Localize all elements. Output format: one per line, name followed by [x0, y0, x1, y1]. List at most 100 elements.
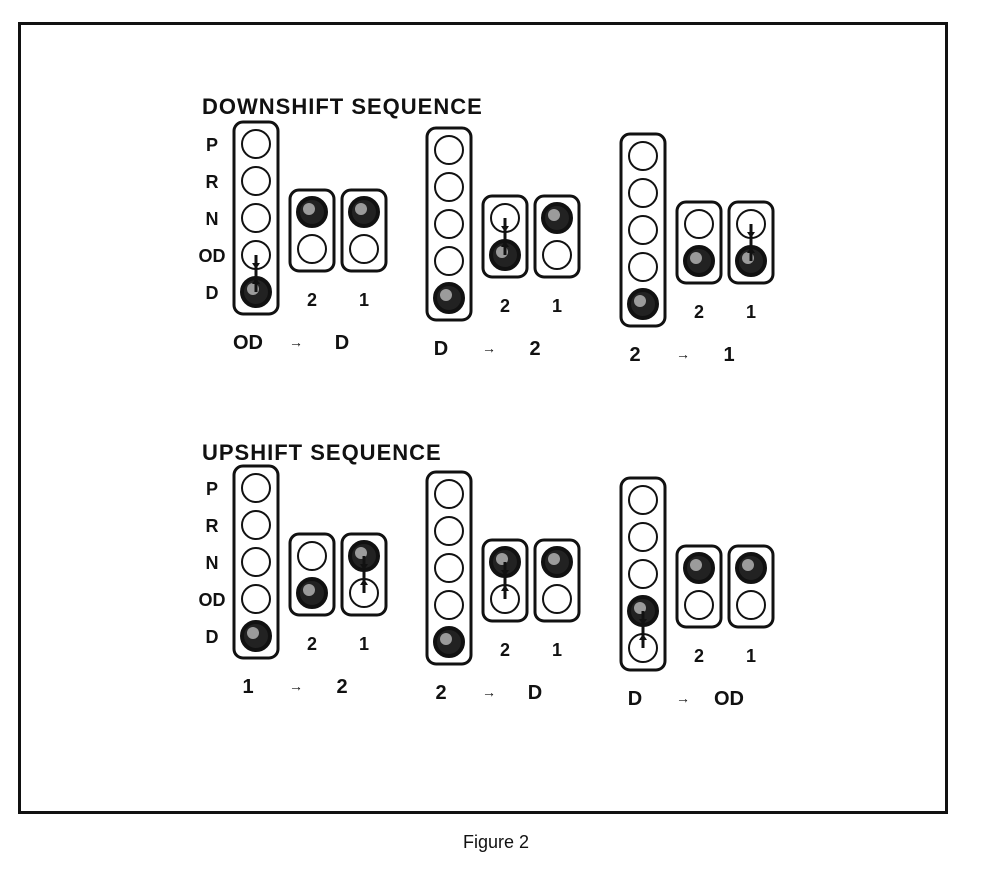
transition-from: D [628, 688, 642, 710]
lever-label-1: 1 [746, 302, 756, 322]
main-column-lamp [241, 203, 271, 233]
transition-arrow: → [289, 334, 303, 350]
lever-label-2: 2 [500, 640, 510, 660]
main-column-link-arrow [639, 619, 647, 625]
position-label: OD [199, 246, 226, 266]
main-column-lamp-glint [440, 289, 452, 301]
position-label: D [206, 283, 219, 303]
first-gear-column-link-arrow [360, 579, 368, 585]
transition-to: D [528, 682, 542, 704]
main-column-lamp [434, 172, 464, 202]
lever-label-1: 1 [359, 634, 369, 654]
first-gear-column-lamp [736, 590, 766, 620]
transition-arrow: → [482, 340, 496, 356]
lever-label-1: 1 [746, 646, 756, 666]
second-gear-column-housing [288, 532, 336, 617]
first-gear-column-link-arrow [747, 232, 755, 238]
first-gear-column-lamp-glint [548, 553, 560, 565]
transition-to: 2 [529, 338, 540, 360]
lever-label-2: 2 [694, 302, 704, 322]
first-gear-column-lamp [542, 584, 572, 614]
main-column-housing [425, 470, 473, 666]
main-column-housing [425, 126, 473, 322]
first-gear-column-housing [727, 544, 775, 629]
position-label: R [206, 172, 219, 192]
main-column-lamp [434, 135, 464, 165]
main-column-lamp [241, 129, 271, 159]
lever-label-1: 1 [359, 290, 369, 310]
first-gear-column-link-arrow [747, 247, 755, 253]
second-gear-column-housing [675, 544, 723, 629]
transition-from: 2 [629, 344, 640, 366]
transition-arrow: → [482, 684, 496, 700]
main-column-lamp [434, 516, 464, 546]
first-gear-column-housing [340, 188, 388, 273]
second-gear-column-lamp-glint [690, 252, 702, 264]
first-gear-column-lamp-glint [355, 203, 367, 215]
main-column-housing [232, 120, 280, 316]
second-gear-column-lamp [297, 234, 327, 264]
position-label: D [206, 627, 219, 647]
main-column-lamp [628, 485, 658, 515]
main-column-lamp [434, 246, 464, 276]
position-label: R [206, 516, 219, 536]
lever-label-2: 2 [694, 646, 704, 666]
position-label: P [206, 135, 218, 155]
lever-label-1: 1 [552, 296, 562, 316]
shift-diagram: 2 1D → 2 [425, 126, 581, 360]
second-gear-column-lamp-glint [690, 559, 702, 571]
main-column-housing [232, 464, 280, 660]
main-column-lamp [241, 473, 271, 503]
main-column-lamp [628, 559, 658, 589]
main-column-lamp [434, 553, 464, 583]
main-column-link-arrow [252, 263, 260, 269]
shift-diagram: 2 1OD → D [232, 120, 388, 354]
second-gear-column-housing [675, 200, 723, 285]
main-column-lamp [434, 590, 464, 620]
transition-to: 1 [723, 344, 734, 366]
main-column-lamp [241, 166, 271, 196]
transition-to: OD [714, 688, 744, 710]
lever-label-2: 2 [500, 296, 510, 316]
main-column-lamp-glint [440, 633, 452, 645]
main-column-link-arrow [252, 278, 260, 284]
main-column-housing [619, 476, 667, 672]
second-gear-column-lamp [684, 590, 714, 620]
main-column-lamp [628, 215, 658, 245]
position-label: N [206, 209, 219, 229]
first-gear-column-lamp [349, 234, 379, 264]
first-gear-column-lamp-glint [548, 209, 560, 221]
first-gear-column-lamp [542, 240, 572, 270]
second-gear-column-link-arrow [501, 570, 509, 576]
second-gear-column-link-arrow [501, 241, 509, 247]
figure-frame [18, 22, 948, 814]
main-column-lamp [628, 141, 658, 171]
transition-from: 2 [435, 682, 446, 704]
transition-arrow: → [676, 690, 690, 706]
transition-from: D [434, 338, 448, 360]
position-label: N [206, 553, 219, 573]
shift-diagram: 2 1D → OD [619, 476, 775, 710]
second-gear-column-housing [288, 188, 336, 273]
main-column-lamp [241, 510, 271, 540]
main-column-lamp [241, 547, 271, 577]
transition-to: D [335, 332, 349, 354]
second-gear-column-lamp [297, 541, 327, 571]
main-column-lamp [434, 209, 464, 239]
first-gear-column-housing [340, 532, 388, 617]
transition-from: OD [233, 332, 263, 354]
first-gear-column-housing [533, 194, 581, 279]
second-gear-column-lamp [684, 209, 714, 239]
first-gear-column-link-arrow [360, 564, 368, 570]
second-gear-column-lamp-glint [303, 584, 315, 596]
second-gear-column-link-arrow [501, 585, 509, 591]
main-column-housing [619, 132, 667, 328]
lever-label-2: 2 [307, 290, 317, 310]
first-gear-column-housing [533, 538, 581, 623]
main-column-lamp [628, 252, 658, 282]
main-column-lamp-glint [634, 295, 646, 307]
main-column-lamp-glint [247, 627, 259, 639]
